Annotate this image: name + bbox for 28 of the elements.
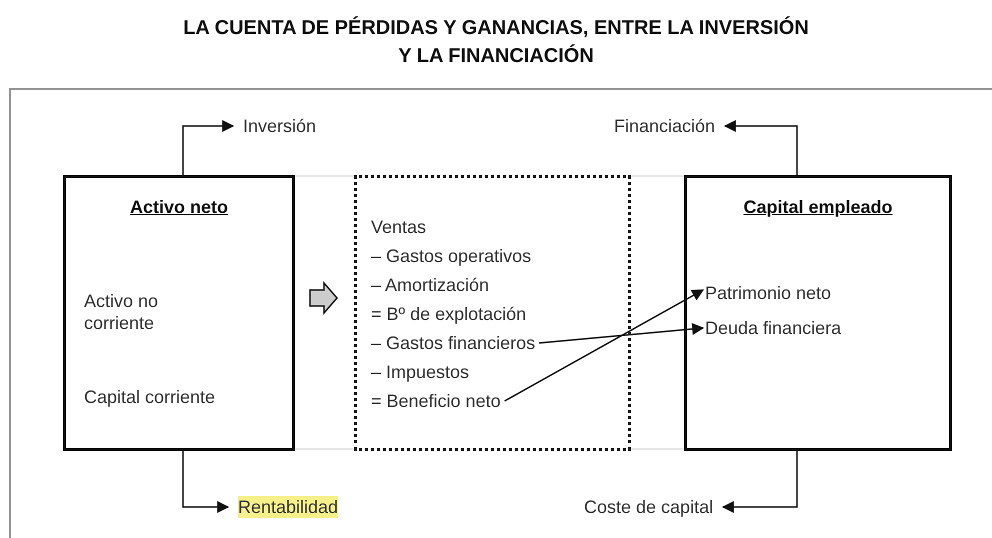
arrow <box>504 289 704 402</box>
box-heading: Activo neto <box>128 196 229 218</box>
node-label: = Beneficio neto <box>371 390 501 412</box>
node-label: Financiación <box>614 115 716 137</box>
node-label: – Impuestos <box>371 361 470 383</box>
account-box <box>684 175 952 451</box>
node-label: – Gastos financieros <box>371 332 536 354</box>
title: LA CUENTA DE PÉRDIDAS Y GANANCIAS, ENTRE LA INVERSIÓN Y LA FINANCIACIÓN <box>182 15 810 69</box>
arrow <box>724 120 798 175</box>
block-arrow <box>309 280 338 316</box>
arrow <box>539 323 704 344</box>
account-box <box>63 175 295 451</box>
node-label: Patrimonio neto <box>705 282 832 304</box>
arrow <box>182 120 234 175</box>
node-label: = Bº de explotación <box>371 303 526 325</box>
box-text: Capital corriente <box>84 386 216 408</box>
node-label: Deuda financiera <box>705 317 842 339</box>
box-text: Activo no corriente <box>84 290 160 334</box>
node-label: Ventas <box>371 216 426 238</box>
box-heading: Capital empleado <box>742 196 894 218</box>
node-label: Coste de capital <box>584 496 714 518</box>
highlighted-label: Rentabilidad <box>238 496 338 518</box>
node-label: Inversión <box>243 115 316 137</box>
dotted-box <box>354 175 631 451</box>
node-label: – Amortización <box>371 274 490 296</box>
arrow <box>182 451 230 513</box>
node-label: – Gastos operativos <box>371 245 532 267</box>
arrow <box>722 451 798 513</box>
